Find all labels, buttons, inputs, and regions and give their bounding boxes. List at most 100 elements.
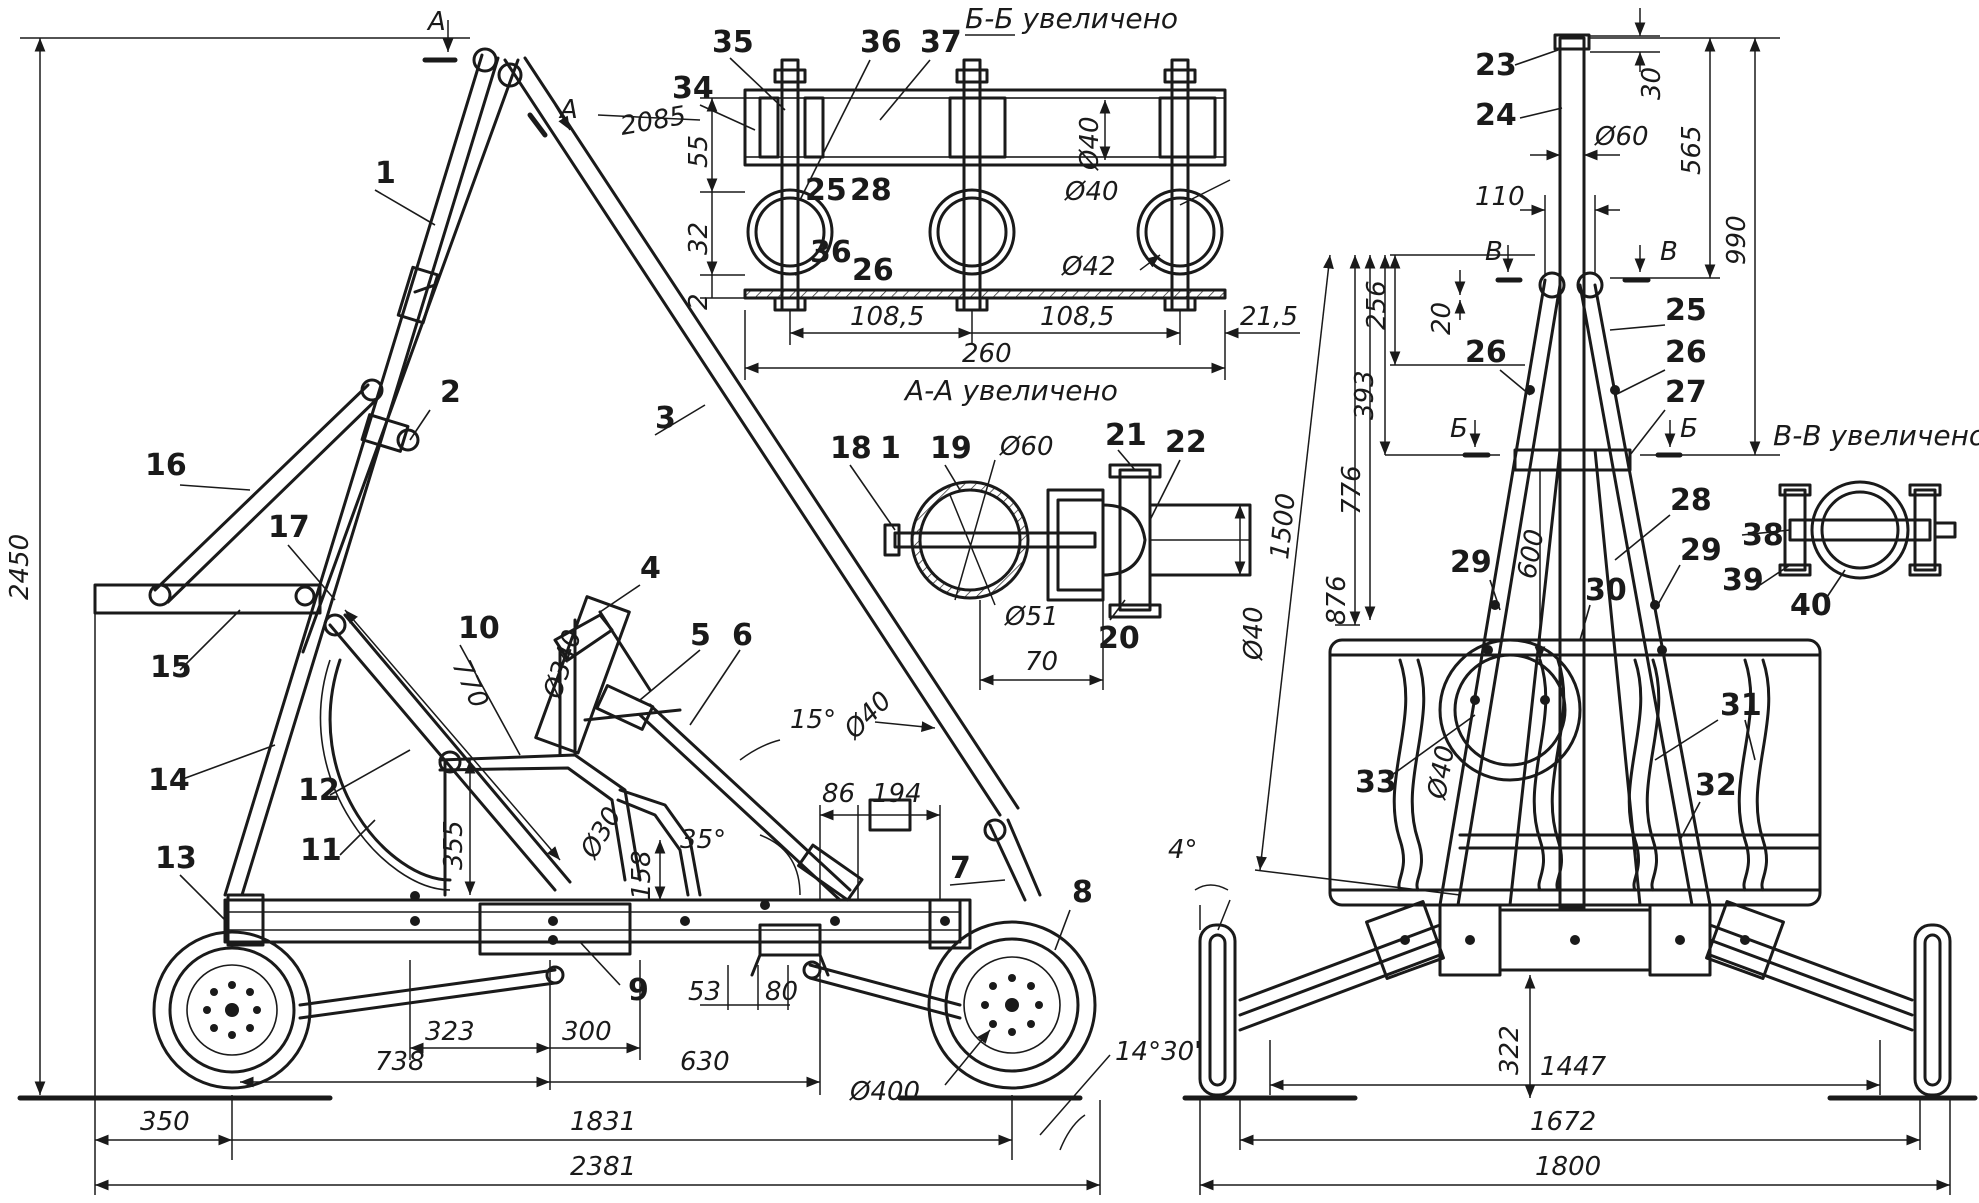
callout-7: 7	[950, 851, 971, 886]
aa-dim-d51: Ø51	[1004, 602, 1059, 632]
callout-36b: 36	[810, 235, 852, 270]
callout-18: 18	[830, 431, 872, 466]
fv-dim-4deg: 4°	[1168, 835, 1198, 865]
callout-20: 20	[1098, 621, 1140, 656]
callout-12: 12	[298, 773, 340, 808]
fv-dim-876: 876	[1322, 575, 1352, 625]
callout-36: 36	[860, 25, 902, 60]
dim-1831: 1831	[570, 1107, 636, 1137]
callout-26c: 26	[1465, 335, 1507, 370]
fv-dim-110: 110	[1475, 182, 1525, 212]
bb-dim-260: 260	[962, 339, 1012, 369]
dim-86: 86	[822, 779, 855, 809]
section-mark-a-label-2: А	[558, 95, 578, 125]
fv-dim-20: 20	[1427, 302, 1457, 335]
callout-6: 6	[732, 618, 753, 653]
boom	[503, 56, 1042, 902]
callout-25: 25	[805, 173, 847, 208]
side-callouts: 1 2 3 4 5 6 7 8 9 10 11 12 13 1	[145, 156, 1093, 1008]
callout-39: 39	[1722, 563, 1764, 598]
dim-d400: Ø400	[849, 1077, 920, 1107]
bb-dim-108b: 108,5	[1040, 302, 1114, 332]
callout-8: 8	[1072, 875, 1093, 910]
aa-callouts: 18 1 19 21 22 20	[830, 418, 1207, 656]
dim-194: 194	[872, 779, 922, 809]
callout-9: 9	[628, 973, 649, 1008]
callout-29: 29	[1450, 545, 1492, 580]
fv-dim-d40: Ø40	[1422, 743, 1461, 802]
callout-40: 40	[1790, 588, 1832, 623]
callout-1b: 1	[880, 431, 901, 466]
dim-350: 350	[140, 1107, 190, 1137]
dim-355: 355	[439, 820, 469, 870]
callout-31: 31	[1720, 688, 1762, 723]
callout-26: 26	[852, 253, 894, 288]
frame	[223, 891, 972, 1020]
dim-323: 323	[425, 1017, 475, 1047]
bb-callouts: 35 34 36 37 25 28 36 26	[672, 25, 962, 288]
dim-35deg: 35°	[680, 825, 726, 855]
bb-dim-d40b: Ø40	[1064, 177, 1119, 207]
callout-28: 28	[850, 173, 892, 208]
bb-dim-55: 55	[684, 135, 714, 168]
callout-13: 13	[155, 841, 197, 876]
callout-24: 24	[1475, 98, 1517, 133]
mark-b-left: Б	[1450, 414, 1468, 444]
aa-dim-d60: Ø60	[999, 432, 1054, 462]
callout-11: 11	[300, 833, 342, 868]
callout-28b: 28	[1670, 483, 1712, 518]
bb-dim-108a: 108,5	[850, 302, 924, 332]
dim-80: 80	[765, 977, 798, 1007]
mark-v-right: В	[1660, 237, 1678, 267]
callout-1: 1	[375, 156, 396, 191]
fv-dim-1447: 1447	[1540, 1052, 1607, 1082]
dim-630: 630	[680, 1047, 730, 1077]
dim-738: 738	[375, 1047, 425, 1077]
bb-dim-32: 32	[684, 222, 714, 255]
callout-5: 5	[690, 618, 711, 653]
callout-3: 3	[655, 401, 676, 436]
callout-14: 14	[148, 763, 190, 798]
front-wheel	[927, 920, 1097, 1090]
dim-53: 53	[688, 977, 721, 1007]
front-callouts: 23 24 25 26 26 27 28 29 29 30 31 32 3	[1355, 48, 1762, 841]
fv-dim-776: 776	[1337, 465, 1367, 515]
callout-15: 15	[150, 650, 192, 685]
fv-dim-d60: Ø60	[1594, 122, 1649, 152]
dim-14-30: 14°30'	[1115, 1037, 1201, 1067]
vv-callouts: 38 39 40	[1722, 518, 1846, 623]
fv-dim-1500: 1500	[1265, 492, 1302, 561]
bb-dim-21: 21,5	[1240, 302, 1298, 332]
callout-34: 34	[672, 71, 714, 106]
dim-15deg: 15°	[790, 705, 836, 735]
section-vv-title: В-В увеличено	[1773, 419, 1979, 452]
aa-dim-70: 70	[1025, 647, 1058, 677]
fv-dim-1672: 1672	[1530, 1107, 1596, 1137]
callout-33: 33	[1355, 765, 1397, 800]
callout-19: 19	[930, 431, 972, 466]
section-aa-title: А-А увеличено	[903, 374, 1118, 407]
callout-29b: 29	[1680, 533, 1722, 568]
section-bb-title: Б-Б увеличено	[965, 2, 1178, 35]
callout-23: 23	[1475, 48, 1517, 83]
mast	[223, 47, 523, 897]
dim-2085: 2085	[618, 101, 688, 142]
front-view: В В Б Б 30 Ø60 565 990	[1168, 8, 1978, 1195]
callout-10: 10	[458, 611, 500, 646]
fv-dim-1800: 1800	[1535, 1152, 1601, 1182]
callout-22: 22	[1165, 425, 1207, 460]
dim-340: Ø340	[538, 626, 589, 703]
callout-32: 32	[1695, 768, 1737, 803]
fv-dim-393: 393	[1350, 370, 1380, 420]
aa-dim-d40: Ø40	[1239, 606, 1269, 661]
callout-4: 4	[640, 551, 661, 586]
callout-26b: 26	[1665, 335, 1707, 370]
callout-27: 27	[1665, 375, 1707, 410]
handle	[93, 378, 384, 615]
fv-dim-565: 565	[1677, 125, 1707, 175]
dim-2381: 2381	[570, 1152, 636, 1182]
callout-35: 35	[712, 25, 754, 60]
section-bb: Б-Б увеличено	[672, 2, 1300, 380]
section-mark-a: А А	[422, 7, 578, 138]
